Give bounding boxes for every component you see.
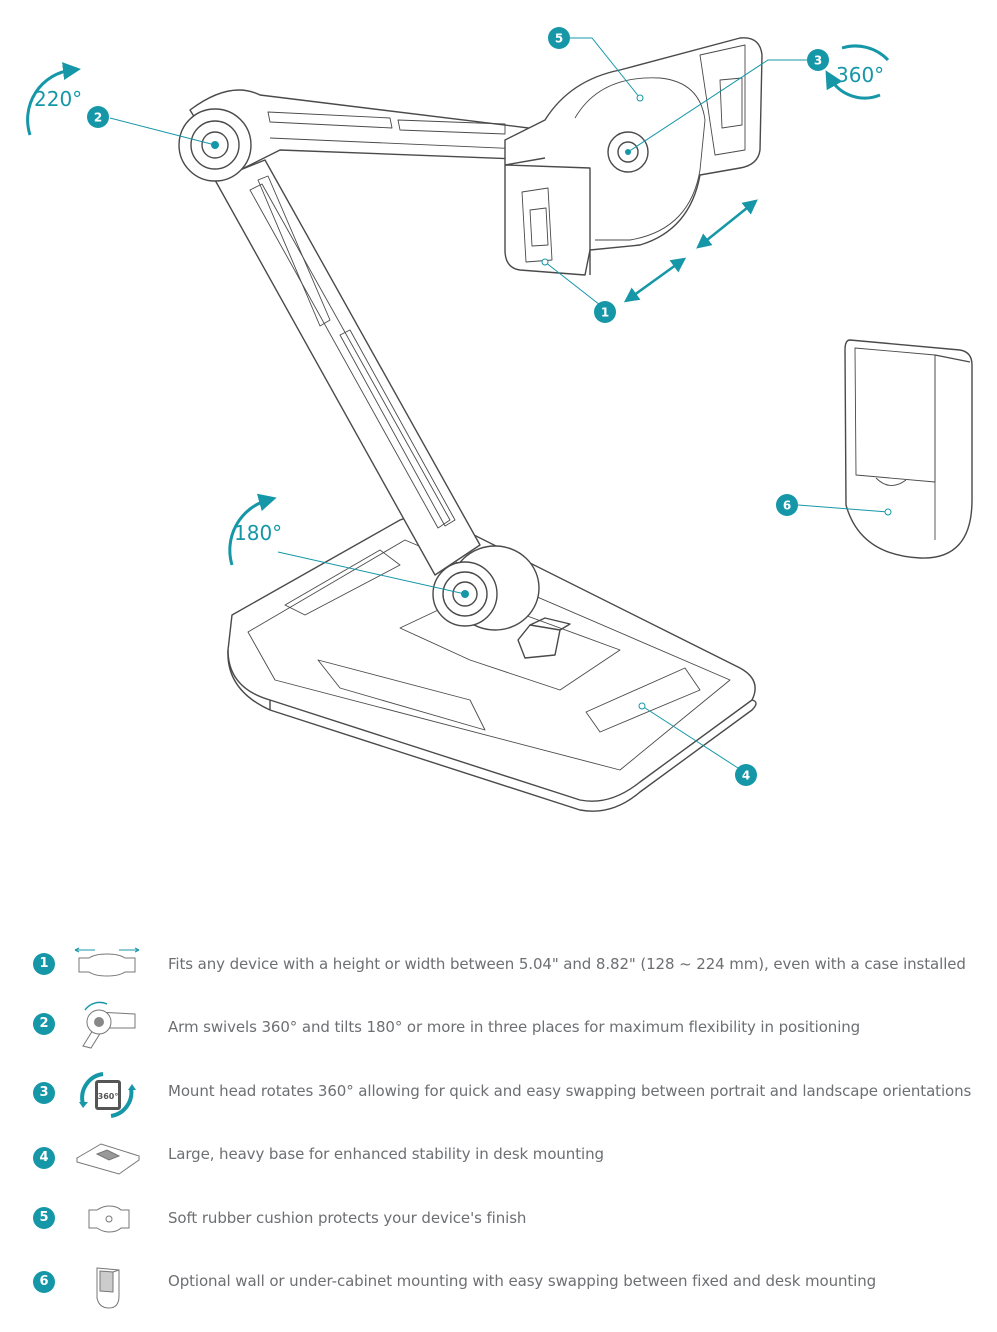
- rotate-360-icon: 360°: [79, 1072, 136, 1118]
- feature-text: Fits any device with a height or width b…: [168, 955, 966, 973]
- callout-badge-2: 2: [87, 106, 109, 128]
- svg-text:4: 4: [742, 769, 750, 783]
- mount-head-drawing: [504, 37, 763, 276]
- feature-text: Optional wall or under-cabinet mounting …: [168, 1272, 877, 1290]
- rotation-label-360: 360°: [836, 63, 884, 87]
- svg-text:6: 6: [783, 499, 791, 513]
- upper-arm-drawing: [189, 89, 546, 176]
- rotation-arc-220: [26, 62, 81, 136]
- svg-text:3: 3: [814, 54, 822, 68]
- svg-text:5: 5: [555, 32, 563, 46]
- callout-badges: 1 2 3 4 5 6: [87, 27, 829, 786]
- wall-mount-drawing: [844, 339, 973, 559]
- feature-number: 5: [33, 1207, 55, 1229]
- base-joint-drawing: [432, 545, 540, 631]
- callout-badge-1: 1: [594, 301, 616, 323]
- rotation-arc-360: [830, 44, 890, 100]
- slide-arrow-upper: [696, 199, 758, 249]
- rotation-arc-180: [228, 493, 277, 566]
- feature-text: Arm swivels 360° and tilts 180° or more …: [168, 1018, 861, 1036]
- callout-badge-4: 4: [735, 764, 757, 786]
- feature-number: 2: [33, 1013, 55, 1035]
- adjust-arrows: [623, 199, 758, 303]
- product-diagram: 220° 360° 180° 1 2 3 4 5 6: [26, 27, 973, 812]
- feature-text: Mount head rotates 360° allowing for qui…: [168, 1082, 972, 1100]
- callout-badge-5: 5: [548, 27, 570, 49]
- adjustable-clamp-icon: [74, 947, 140, 977]
- lower-arm-drawing: [214, 159, 481, 576]
- swivel-joint-icon: [82, 1001, 136, 1049]
- svg-text:1: 1: [601, 306, 609, 320]
- rotation-label-180: 180°: [234, 521, 282, 545]
- feature-text: Soft rubber cushion protects your device…: [168, 1209, 527, 1227]
- feature-text: Large, heavy base for enhanced stability…: [168, 1145, 604, 1163]
- feature-number: 4: [33, 1147, 55, 1169]
- rotation-labels: 220° 360° 180°: [34, 63, 884, 545]
- callout-badge-3: 3: [807, 49, 829, 71]
- feature-number: 6: [33, 1271, 55, 1293]
- feature-number: 1: [33, 953, 55, 975]
- feature-number: 3: [33, 1082, 55, 1104]
- svg-text:2: 2: [94, 111, 102, 125]
- wall-mount-icon: [96, 1267, 120, 1309]
- rotation-arcs: [26, 44, 890, 566]
- heavy-base-icon: [75, 1143, 141, 1175]
- callout-badge-6: 6: [776, 494, 798, 516]
- svg-text:360°: 360°: [98, 1092, 119, 1101]
- slide-arrow-lower: [623, 257, 687, 303]
- leader-lines: [109, 37, 892, 769]
- rotation-label-220: 220°: [34, 87, 82, 111]
- stand-illustration: [178, 37, 973, 812]
- rubber-cushion-icon: [88, 1205, 130, 1233]
